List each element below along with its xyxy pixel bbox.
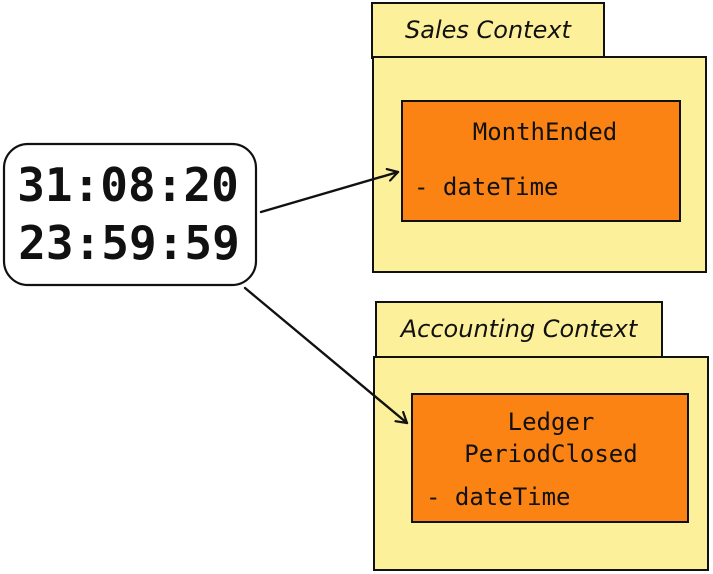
- ledger-period-closed-name-line-2: PeriodClosed: [464, 440, 637, 468]
- sales-context-tab: [371, 2, 605, 59]
- sales-context: Sales Context MonthEnded - dateTime: [371, 2, 707, 273]
- accounting-context-label: Accounting Context: [399, 315, 639, 343]
- ledger-period-closed-field: - dateTime: [426, 483, 571, 511]
- ledger-period-closed-event-box: [411, 393, 689, 523]
- clock-box: 31:08:20 23:59:59: [2, 142, 258, 287]
- accounting-context: Accounting Context Ledger PeriodClosed -…: [373, 301, 709, 571]
- month-ended-event-box: [401, 100, 681, 222]
- clock-box-frame: [2, 142, 258, 287]
- arrow-to-month-ended: [259, 172, 400, 214]
- month-ended-field: - dateTime: [414, 173, 559, 201]
- clock-time-text: 23:59:59: [18, 216, 240, 270]
- clock-date-text: 31:08:20: [17, 158, 239, 212]
- arrow-to-ledger-period-closed: [243, 286, 409, 425]
- ledger-period-closed-name-line-1: Ledger: [508, 408, 595, 436]
- month-ended-event-name: MonthEnded: [473, 118, 618, 146]
- sales-context-label: Sales Context: [405, 16, 573, 44]
